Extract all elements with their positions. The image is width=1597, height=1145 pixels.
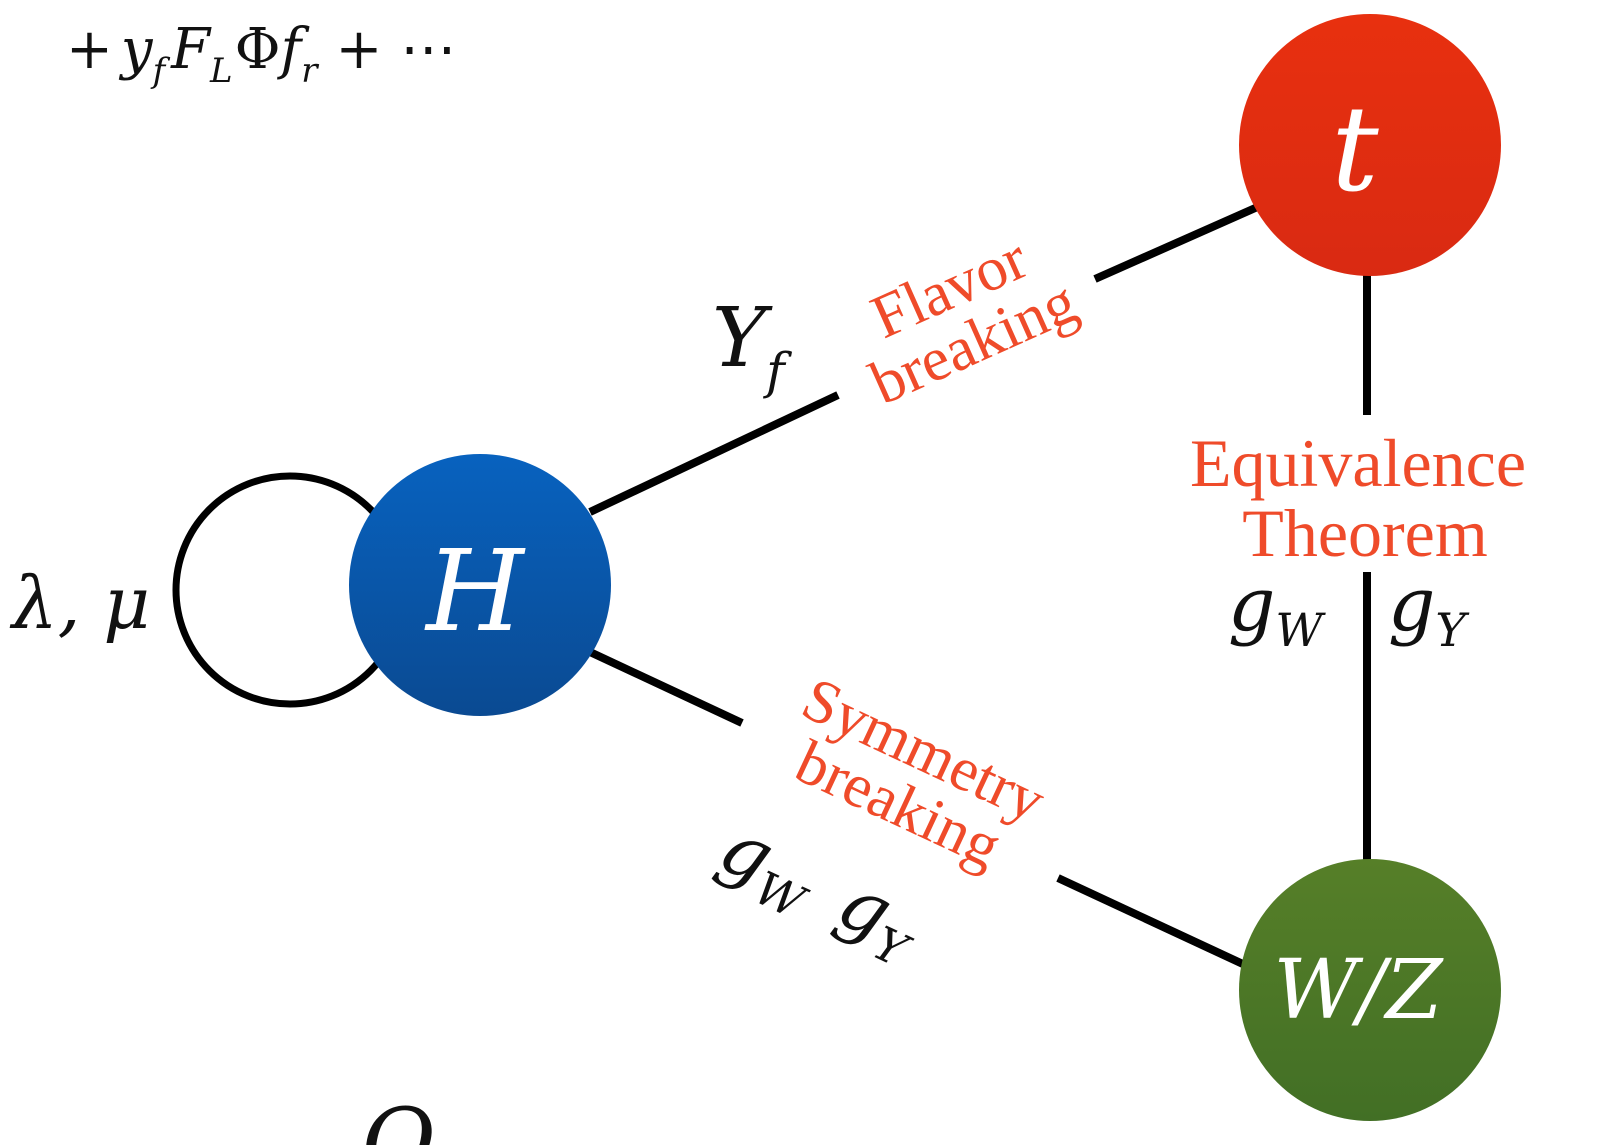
cropped-glyph: O — [362, 1089, 436, 1145]
symmetry-breaking-label: Symmetry breaking — [786, 665, 1055, 881]
equivalence-line1: Equivalence — [1190, 425, 1526, 501]
flavor-coupling-label: Yf — [712, 291, 792, 400]
edge-higgs-gauge-lower — [1056, 874, 1247, 969]
node-higgs: H — [349, 454, 611, 716]
equivalence-coupling-gw: gW — [1228, 562, 1326, 657]
equivalence-coupling-gy: gY — [1388, 562, 1470, 657]
node-gauge-circle — [1239, 859, 1501, 1121]
node-top: t — [1239, 14, 1501, 276]
flavor-breaking-label: Flavor breaking — [861, 224, 1087, 418]
node-gauge: W/Z — [1239, 859, 1501, 1121]
node-top-circle — [1239, 14, 1501, 276]
edge-higgs-gauge-upper — [588, 648, 744, 727]
equivalence-line2: Theorem — [1242, 495, 1487, 571]
edge-higgs-top-lower — [588, 391, 840, 516]
edge-higgs-top-upper — [1093, 201, 1264, 283]
node-gauge-label: W/Z — [1274, 943, 1445, 1038]
node-higgs-label: H — [424, 527, 526, 657]
node-top-label: t — [1331, 80, 1379, 218]
node-higgs-circle — [349, 454, 611, 716]
loop-coupling-label: λ, μ — [9, 561, 150, 645]
